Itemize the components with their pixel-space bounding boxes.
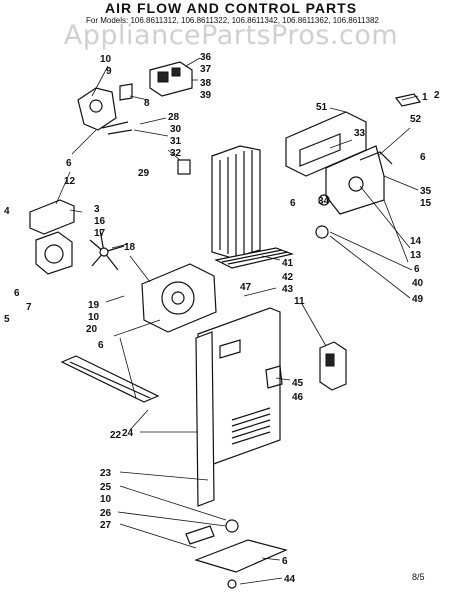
callout-17: 17 xyxy=(94,228,106,239)
callout-45: 45 xyxy=(292,378,304,389)
callout-23: 23 xyxy=(100,468,112,479)
leader-lines xyxy=(55,57,419,585)
callout-6c: 6 xyxy=(420,152,426,163)
callout-6g: 6 xyxy=(14,288,20,299)
callout-1: 1 xyxy=(422,92,428,103)
air-duct xyxy=(211,145,261,259)
callout-24: 24 xyxy=(122,428,134,439)
evaporator-cover xyxy=(195,307,281,507)
callout-4: 4 xyxy=(4,206,10,217)
callout-40: 40 xyxy=(412,278,424,289)
watermark: AppliancePartsPros.com xyxy=(63,20,399,51)
callout-36: 36 xyxy=(200,52,212,63)
callout-26: 26 xyxy=(100,508,112,519)
callout-labels: 10 9 36 37 38 39 8 28 30 31 32 29 6 12 3… xyxy=(4,52,440,585)
fan-motor-assembly xyxy=(29,199,125,275)
callout-2: 2 xyxy=(434,90,440,101)
model-numbers: For Models: 106.8611312, 106.8611322, 10… xyxy=(86,16,379,25)
callout-52: 52 xyxy=(410,114,422,125)
callout-10b: 10 xyxy=(88,312,100,323)
defrost-heater xyxy=(60,355,160,403)
callout-6b: 6 xyxy=(98,340,104,351)
callout-6a: 6 xyxy=(66,158,72,169)
callout-51: 51 xyxy=(316,102,328,113)
callout-20: 20 xyxy=(86,324,98,335)
callout-9: 9 xyxy=(106,66,112,77)
callout-32: 32 xyxy=(170,148,182,159)
callout-13: 13 xyxy=(410,250,422,261)
callout-31: 31 xyxy=(170,136,182,147)
callout-35: 35 xyxy=(420,186,432,197)
callout-14: 14 xyxy=(410,236,422,247)
callout-10: 10 xyxy=(100,54,112,65)
callout-39: 39 xyxy=(200,90,212,101)
callout-37: 37 xyxy=(200,64,212,75)
callout-42: 42 xyxy=(282,272,294,283)
callout-6d: 6 xyxy=(414,264,420,275)
drain-pan xyxy=(185,519,288,589)
callout-8: 8 xyxy=(144,98,150,109)
callout-10c: 10 xyxy=(100,494,112,505)
callout-6f: 6 xyxy=(290,198,296,209)
callout-5: 5 xyxy=(4,314,10,325)
callout-18: 18 xyxy=(124,242,136,253)
callout-30: 30 xyxy=(170,124,182,135)
callout-3: 3 xyxy=(94,204,100,215)
callout-28: 28 xyxy=(168,112,180,123)
callout-46: 46 xyxy=(292,392,304,403)
callout-34: 34 xyxy=(318,196,330,207)
callout-29: 29 xyxy=(138,168,150,179)
temperature-control xyxy=(265,341,347,391)
diagram-title: AIR FLOW AND CONTROL PARTS xyxy=(104,0,358,16)
callout-6e: 6 xyxy=(282,556,288,567)
page-code: 8/5 xyxy=(412,572,425,582)
callout-19: 19 xyxy=(88,300,100,311)
callout-49: 49 xyxy=(412,294,424,305)
callout-15: 15 xyxy=(420,198,432,209)
callout-25: 25 xyxy=(100,482,112,493)
callout-7: 7 xyxy=(26,302,32,313)
fan-shroud xyxy=(141,247,295,333)
callout-41: 41 xyxy=(282,258,294,269)
callout-12: 12 xyxy=(64,176,76,187)
callout-47: 47 xyxy=(240,282,252,293)
callout-33: 33 xyxy=(354,128,366,139)
callout-43: 43 xyxy=(282,284,294,295)
callout-44: 44 xyxy=(284,574,296,585)
callout-38: 38 xyxy=(200,78,212,89)
callout-11: 11 xyxy=(294,296,305,307)
control-bracket xyxy=(285,93,422,239)
callout-22: 22 xyxy=(110,430,122,441)
callout-16: 16 xyxy=(94,216,106,227)
callout-27: 27 xyxy=(100,520,112,531)
